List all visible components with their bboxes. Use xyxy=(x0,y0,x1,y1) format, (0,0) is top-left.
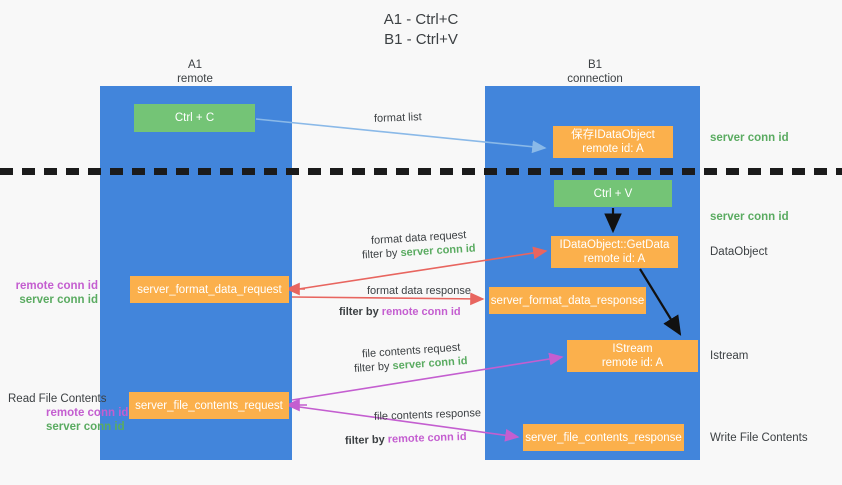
label-server-conn-id-top: server conn id xyxy=(710,132,789,144)
label-remote-conn-id-2: remote conn id xyxy=(46,407,129,419)
label-write-file-contents: Write File Contents xyxy=(710,432,808,444)
filter-key-2: remote conn id xyxy=(381,306,461,318)
edge-label-format-data-response-filter: filter by remote conn id xyxy=(339,305,461,320)
label-server-conn-id-second: server conn id xyxy=(710,211,789,223)
box-save-idataobject[interactable]: 保存IDataObject remote id: A xyxy=(553,126,673,158)
box-istream[interactable]: IStream remote id: A xyxy=(567,340,698,372)
filter-key-4: remote conn id xyxy=(387,430,467,446)
box-idataobject-getdata[interactable]: IDataObject::GetData remote id: A xyxy=(551,236,678,268)
column-header-a1: A1 remote xyxy=(177,59,213,85)
filter-key-1: server conn id xyxy=(400,242,476,260)
label-server-conn-id-2: server conn id xyxy=(46,421,125,433)
box-server-file-contents-response[interactable]: server_file_contents_response xyxy=(523,424,684,451)
filter-prefix-2: filter by xyxy=(339,306,382,318)
edge-label-file-contents-response: file contents response xyxy=(373,407,482,423)
box-server-format-data-response[interactable]: server_format_data_response xyxy=(489,287,646,314)
box-server-format-data-request[interactable]: server_format_data_request xyxy=(130,276,289,303)
label-dataobject: DataObject xyxy=(710,246,768,258)
page-title: A1 - Ctrl+C B1 - Ctrl+V xyxy=(383,11,459,48)
filter-prefix-4: filter by xyxy=(344,433,388,448)
filter-key-3: server conn id xyxy=(392,355,468,373)
edge-label-format-list: format list xyxy=(373,111,422,125)
box-ctrl-v[interactable]: Ctrl + V xyxy=(554,180,672,207)
column-header-b1: B1 connection xyxy=(567,59,623,85)
dashed-separator xyxy=(0,168,842,175)
filter-prefix-3: filter by xyxy=(353,360,393,375)
label-remote-conn-id-1: remote conn id xyxy=(15,280,98,292)
filter-prefix-1: filter by xyxy=(361,247,401,262)
label-read-file-contents: Read File Contents xyxy=(8,393,107,405)
box-server-file-contents-request[interactable]: server_file_contents_request xyxy=(129,392,289,419)
label-istream: Istream xyxy=(710,350,749,362)
box-ctrl-c[interactable]: Ctrl + C xyxy=(134,104,255,132)
label-server-conn-id-1: server conn id xyxy=(19,294,98,306)
edge-label-file-contents-response-filter: filter by remote conn id xyxy=(345,430,467,449)
edge-label-format-data-response: format data response xyxy=(367,285,471,297)
label-conn-id-group-2: Read File Contents remote conn id server… xyxy=(8,392,194,434)
label-conn-id-group-1: remote conn id server conn id xyxy=(8,279,98,307)
